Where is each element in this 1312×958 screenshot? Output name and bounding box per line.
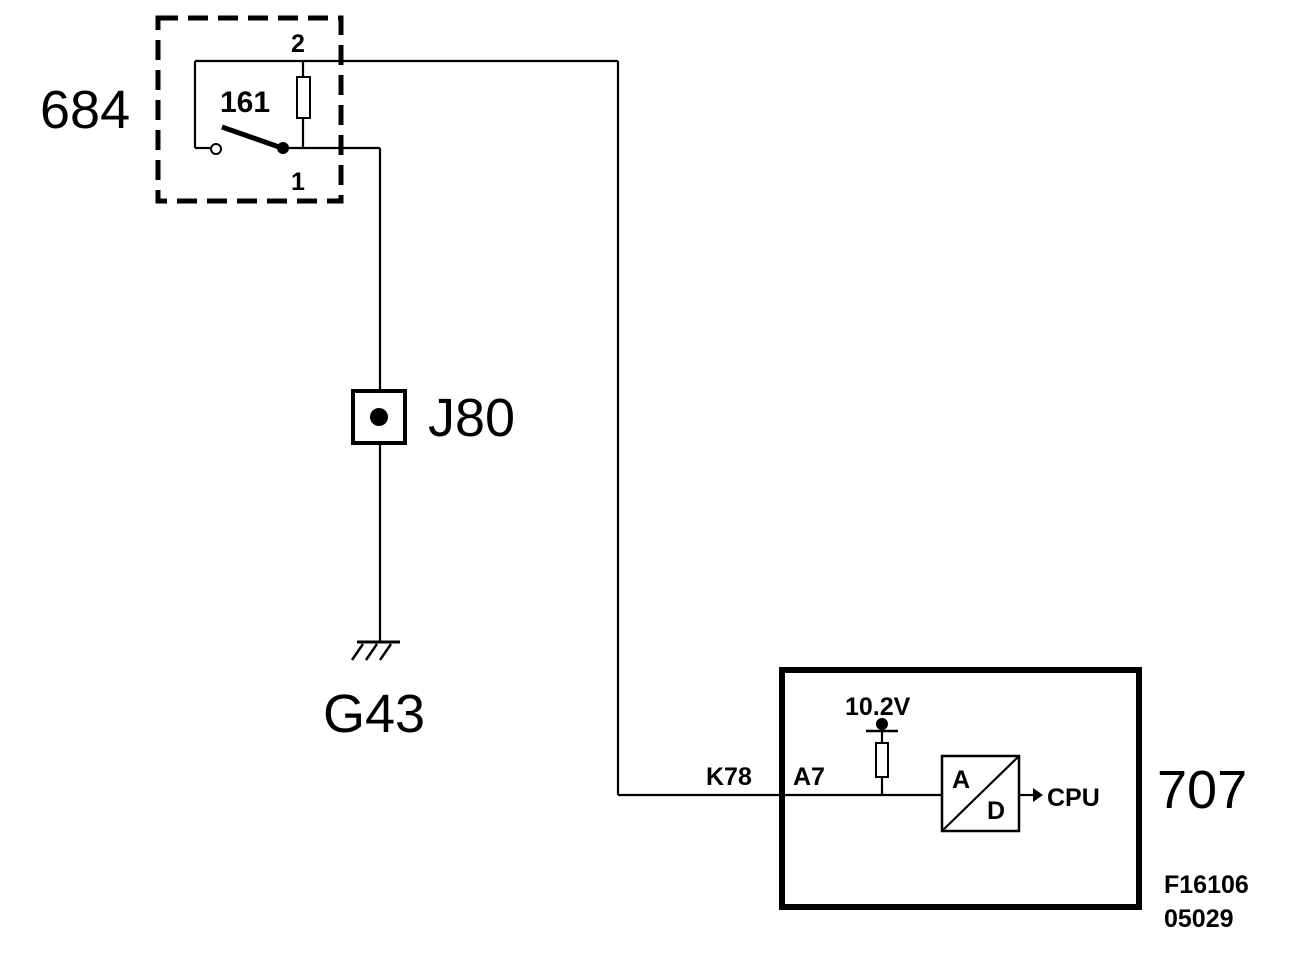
connector-j80-label: J80: [428, 388, 515, 448]
connector-j80-symbol: [351, 389, 407, 445]
ground-g43-label: G43: [323, 684, 425, 744]
pin-1-label: 1: [291, 168, 305, 196]
control-unit-internal: [782, 718, 1043, 833]
arrow-right-icon: [1033, 788, 1043, 802]
signal-wire: [616, 61, 782, 797]
component-684-label: 684: [40, 80, 130, 140]
switch-161-label: 161: [220, 86, 270, 119]
pin-2-label: 2: [291, 30, 305, 58]
control-unit-707-box: [779, 667, 1142, 910]
switch-161: [193, 59, 618, 155]
ground-g43-symbol: [350, 640, 400, 661]
pin-k78-label: K78: [706, 763, 752, 791]
pin-a7-label: A7: [793, 763, 825, 791]
switch-housing-684: [155, 15, 344, 204]
ad-a-label: A: [952, 766, 970, 794]
supply-voltage-label: 10.2V: [845, 693, 911, 721]
cpu-label: CPU: [1047, 784, 1100, 812]
component-707-label: 707: [1157, 760, 1247, 820]
figure-code-line1: F16106: [1164, 871, 1249, 899]
figure-code-line2: 05029: [1164, 905, 1234, 933]
ad-d-label: D: [987, 797, 1005, 825]
